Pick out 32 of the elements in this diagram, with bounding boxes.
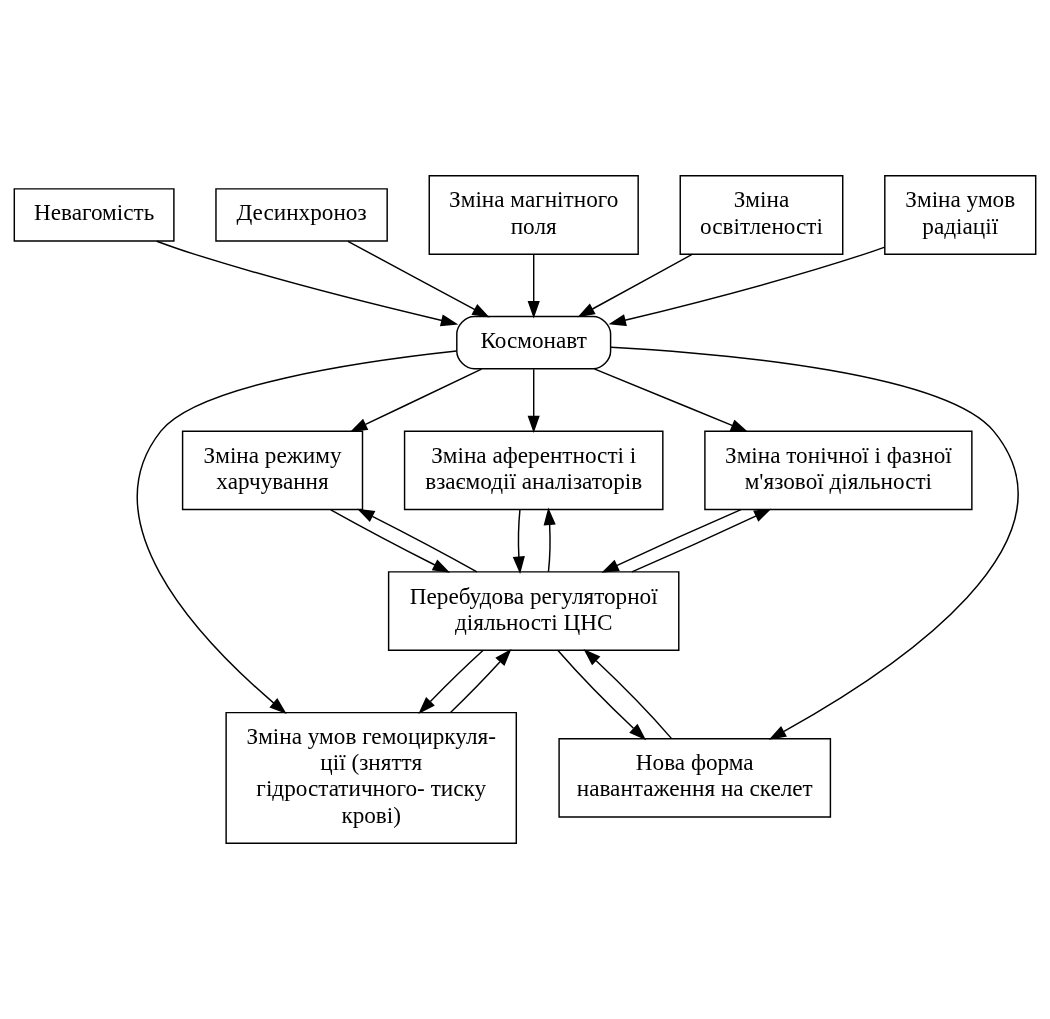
arrow (527, 368, 540, 434)
node-box: Космонавт (456, 315, 612, 370)
node-box: Зміна умов радіації (884, 175, 1037, 255)
arrow (608, 246, 886, 327)
arrow (543, 507, 556, 573)
arrow (357, 508, 478, 573)
arrow (593, 368, 749, 432)
arrow (156, 240, 459, 327)
arrow (601, 508, 742, 573)
arrow (136, 350, 458, 715)
node-box: Нова форма навантаження на скелет (558, 738, 832, 818)
arrow (512, 509, 525, 574)
arrow (557, 649, 647, 741)
arrow (349, 368, 483, 432)
node-box: Зміна освітленості (679, 175, 844, 255)
node-box: Десинхроноз (215, 188, 388, 242)
node-box: Зміна магнітного поля (428, 175, 639, 255)
arrow (527, 253, 540, 319)
arrow (631, 508, 772, 573)
arrow (583, 649, 673, 740)
node-box: Перебудова регуляторної діяльності ЦНС (387, 571, 680, 651)
arrow (610, 346, 1019, 740)
arrow (450, 648, 512, 714)
node-box: Зміна тонічної і фазної м'язової діяльності (704, 430, 973, 511)
node-box: Зміна аферентності і взаємодії аналізаторів (403, 430, 664, 511)
node-box: Зміна режиму харчування (181, 430, 364, 511)
node-box: Невагомість (13, 188, 175, 242)
node-box: Зміна умов гемоциркуля- ції (зняття гідростатичного- тиску крові) (225, 711, 517, 844)
arrow (347, 240, 490, 318)
arrow (418, 649, 484, 714)
arrow (330, 509, 451, 573)
arrow (577, 253, 694, 318)
